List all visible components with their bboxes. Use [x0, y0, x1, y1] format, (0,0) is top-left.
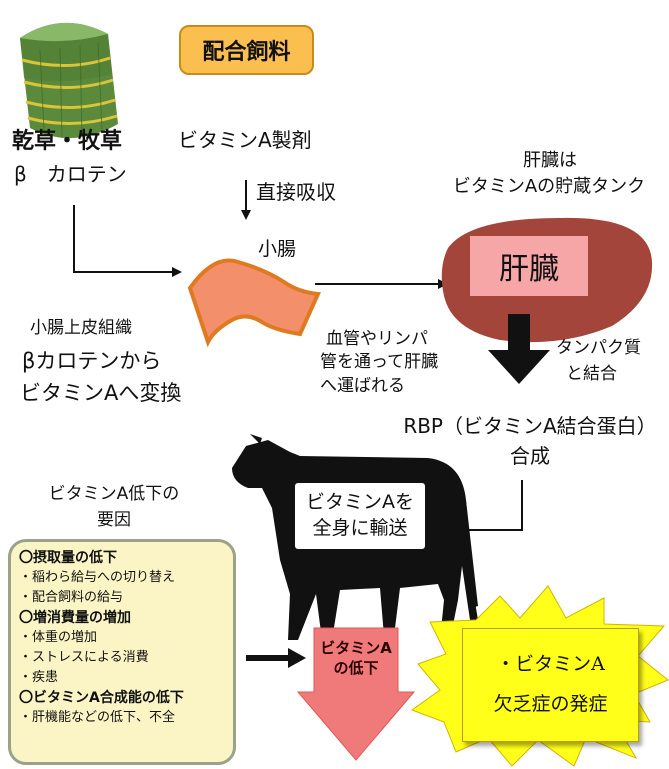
factor-item: ・疾患 [19, 670, 59, 685]
hay-to-intestine-arrow [73, 205, 182, 277]
decline-factors-box: 〇摂取量の低下 ・稲わら給与への切り替え ・配合飼料の給与 〇増消費量の増加 ・… [8, 539, 236, 765]
small-intestine-image [187, 258, 321, 348]
protein-binding-line-2: と結合 [566, 364, 617, 384]
factor-heading: 〇増消費量の増加 [19, 610, 131, 626]
factor-heading: 〇ビタミンA合成能の低下 [19, 690, 184, 706]
hay-label: 乾草・牧草 [12, 129, 123, 154]
hay-bale-image [20, 22, 118, 139]
factor-item: ・配合飼料の給与 [19, 590, 124, 605]
factor-item: ・ストレスによる消費 [19, 650, 149, 665]
formula-feed-label: 配合飼料 [179, 25, 314, 75]
vitamin-a-preparation-label: ビタミンA製剤 [178, 128, 312, 152]
deficiency-line-2: 欠乏症の発症 [493, 693, 608, 715]
transport-line-2: 管を通って肝臓 [320, 352, 439, 372]
liver-label: 肝臓 [470, 236, 588, 296]
rbp-synthesis-line-2: 合成 [510, 444, 550, 468]
liver-storage-line-2: ビタミンAの貯蔵タンク [452, 176, 646, 197]
deficiency-line-1: ・ビタミンA [496, 653, 605, 676]
decline-arrow [296, 627, 416, 761]
epithelium-label: 小腸上皮組織 [30, 318, 132, 338]
cow-transport-line-2: 全身に輸送 [312, 517, 408, 539]
cow-transport-box: ビタミンAを 全身に輸送 [292, 480, 428, 552]
cow-transport-line-1: ビタミンAを [306, 491, 414, 514]
decline-line-1: ビタミンA [320, 639, 392, 657]
factor-item: ・体重の増加 [19, 630, 98, 645]
liver-storage-line-1: 肝臓は [523, 150, 577, 171]
factor-item: ・肝機能などの低下、不全 [19, 710, 176, 725]
transport-line-1: 血管やリンパ [326, 329, 428, 349]
protein-binding-line-1: タンパク質 [556, 338, 641, 358]
conversion-line-1: βカロテンから [22, 349, 162, 373]
factors-title-line-2: 要因 [97, 510, 131, 530]
decline-line-2: の低下 [333, 659, 379, 678]
factor-heading: 〇摂取量の低下 [19, 550, 117, 566]
conversion-line-2: ビタミンAへ変換 [20, 381, 182, 405]
beta-carotene-label: β カロテン [14, 162, 127, 186]
liver-down-arrow [488, 314, 550, 384]
small-intestine-label: 小腸 [258, 238, 297, 260]
transport-line-3: へ運ばれる [320, 376, 405, 396]
factor-item: ・稲わら給与への切り替え [19, 570, 176, 585]
deficiency-onset-box: ・ビタミンA 欠乏症の発症 [462, 628, 639, 742]
factors-title-line-1: ビタミンA低下の [48, 484, 180, 504]
rbp-synthesis-line-1: RBP（ビタミンA結合蛋白） [403, 414, 657, 438]
vitamin-a-decline-label: ビタミンA の低下 [318, 638, 394, 679]
direct-absorption-label: 直接吸収 [256, 180, 336, 204]
factors-to-decline-arrow-head [288, 648, 306, 668]
